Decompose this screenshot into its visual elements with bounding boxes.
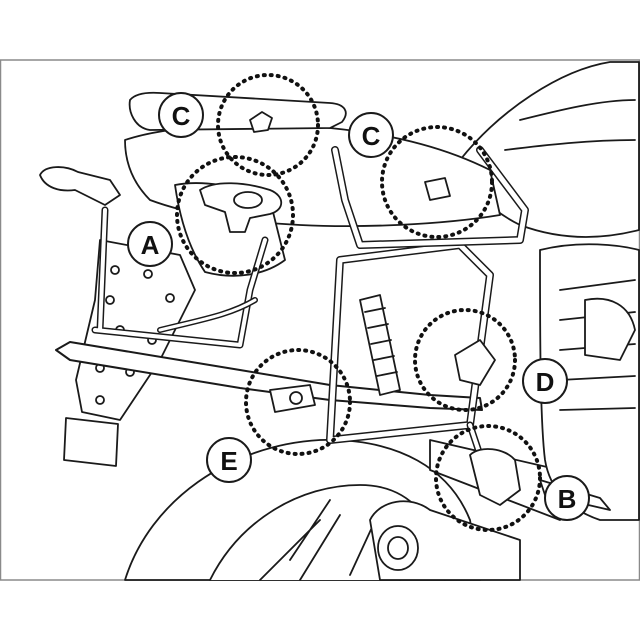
- detail-circle-e: [244, 348, 352, 456]
- shock-spring: [364, 307, 398, 377]
- plate-holder-bracket: [75, 239, 196, 421]
- callout-d: D: [522, 358, 568, 404]
- callout-labels: C C A D E B: [127, 92, 590, 521]
- rear-shock: [359, 294, 401, 396]
- mount-bolt-c1: [249, 111, 273, 133]
- mount-bracket-b: [469, 448, 521, 506]
- callout-a: A: [127, 221, 173, 267]
- rear-wheel-spokes: [259, 499, 401, 581]
- detail-circles: [175, 73, 542, 532]
- callout-d-text: D: [536, 367, 555, 397]
- turn-signal: [39, 166, 121, 206]
- side-rack-upper-tube-inner: [332, 147, 528, 248]
- callout-c-right-text: C: [362, 121, 381, 151]
- detail-circle-a: [175, 155, 295, 275]
- mount-bracket-c2: [424, 177, 451, 201]
- detail-circle-c-right: [380, 125, 494, 239]
- callout-c-right: C: [348, 112, 394, 158]
- callout-e-text: E: [220, 446, 237, 476]
- subframe-tube-inner: [158, 298, 257, 332]
- callout-c-left: C: [158, 92, 204, 138]
- tank-detail: [504, 99, 636, 151]
- mount-bracket-d: [454, 339, 496, 386]
- motorcycle-outline: [39, 61, 640, 581]
- detail-circle-d: [413, 308, 517, 412]
- callout-a-text: A: [141, 230, 160, 260]
- detail-circle-b: [434, 424, 542, 532]
- pannier-lower-rail: [55, 341, 483, 411]
- callout-c-left-text: C: [172, 101, 191, 131]
- pannier-frame-rear-inner: [93, 208, 267, 347]
- engine-cover: [584, 297, 636, 361]
- callout-b-text: B: [558, 484, 577, 514]
- callout-b: B: [544, 475, 590, 521]
- detail-circle-c-left: [216, 73, 320, 177]
- number-plate: [63, 417, 119, 467]
- callout-e: E: [206, 437, 252, 483]
